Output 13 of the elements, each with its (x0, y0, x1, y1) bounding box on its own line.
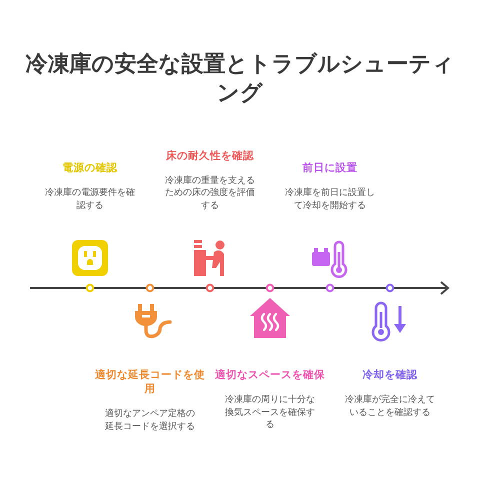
step-heading: 床の耐久性を確認 (166, 148, 254, 162)
step-description: 冷凍庫を前日に設置して冷却を開始する (284, 187, 376, 212)
step-description: 適切なアンペア定格の延長コードを選択する (104, 408, 196, 433)
step-description: 冷凍庫の周りに十分な換気スペースを確保する (224, 394, 316, 432)
step-heading: 電源の確認 (62, 161, 118, 175)
step-heading: 適切なスペースを確保 (215, 368, 325, 382)
step-description: 冷凍庫が完全に冷えていることを確認する (344, 394, 436, 419)
step-description: 冷凍庫の電源要件を確認する (44, 187, 136, 212)
title: 冷凍庫の安全な設置とトラブルシューティング (24, 50, 456, 108)
step-heading: 適切な延長コードを使用 (95, 368, 205, 396)
step-description: 冷凍庫の重量を支えるための床の強度を評価する (164, 174, 256, 212)
step-heading: 前日に設置 (302, 161, 358, 175)
step-heading: 冷却を確認 (362, 368, 418, 382)
